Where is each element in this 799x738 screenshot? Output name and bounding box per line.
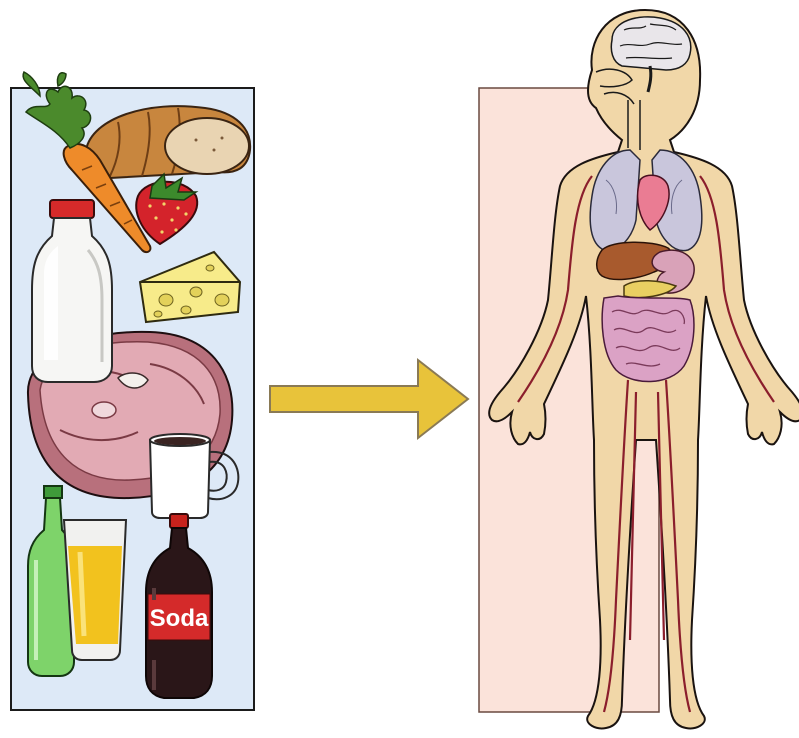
flow-arrow: [270, 360, 468, 438]
food-panel: Soda: [11, 72, 254, 710]
intestines-icon: [602, 296, 694, 382]
body-panel: [479, 10, 799, 728]
soda-label-text: Soda: [150, 605, 209, 632]
beer-glass-icon: [64, 520, 126, 660]
right-arrow-icon: [270, 360, 468, 438]
